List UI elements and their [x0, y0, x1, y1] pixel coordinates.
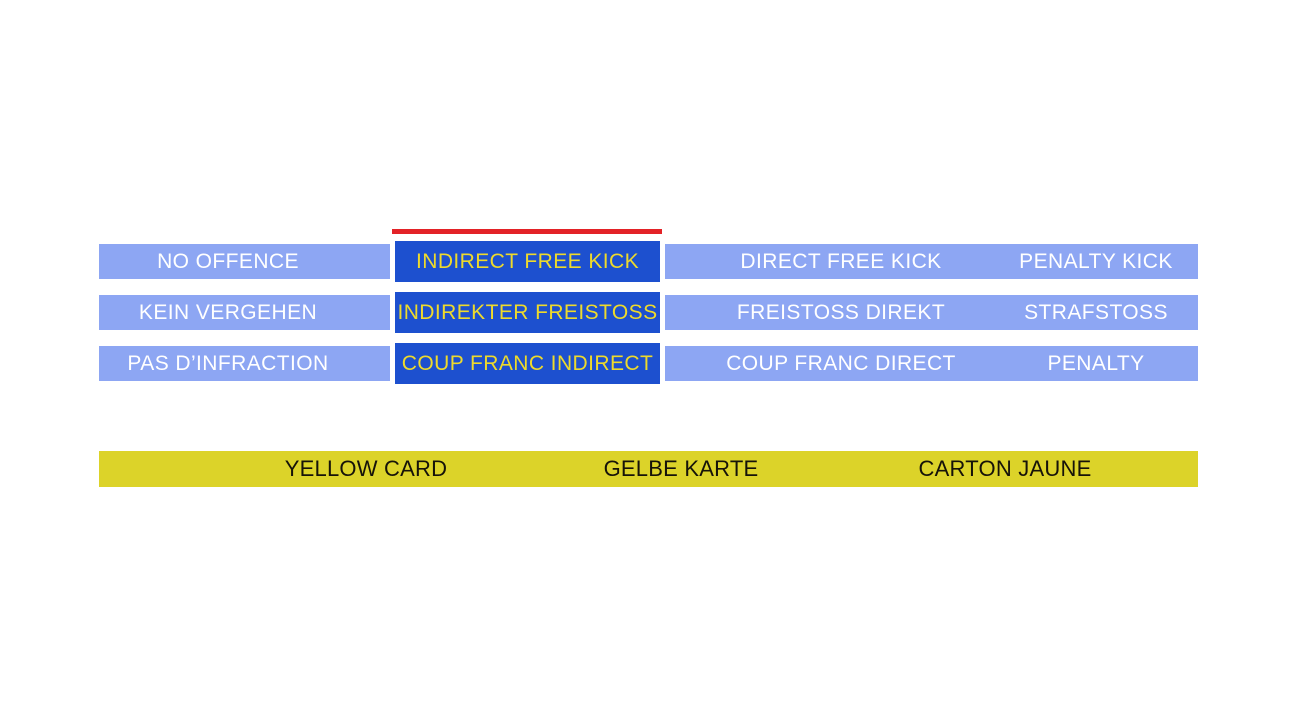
option-label-direct-de[interactable]: FREISTOSS DIREKT	[736, 300, 946, 324]
right-options-bar-de	[665, 295, 1198, 330]
option-label-indirect-fr: COUP FRANC INDIRECT	[401, 351, 654, 375]
option-label-penalty-en[interactable]: PENALTY KICK	[1019, 249, 1173, 273]
sanction-row-german: INDIREKTER FREISTOSS KEIN VERGEHEN FREIS…	[99, 292, 1198, 333]
sanction-row-english: INDIRECT FREE KICK NO OFFENCE DIRECT FRE…	[99, 241, 1198, 282]
selected-column-marker	[392, 229, 662, 234]
sanction-row-french: COUP FRANC INDIRECT PAS D’INFRACTION COU…	[99, 343, 1198, 384]
option-label-penalty-de[interactable]: STRAFSTOSS	[1024, 300, 1168, 324]
yellow-card-bar[interactable]: YELLOW CARD GELBE KARTE CARTON JAUNE	[99, 451, 1198, 487]
yellow-card-label-de: GELBE KARTE	[603, 456, 759, 481]
option-label-indirect-en: INDIRECT FREE KICK	[415, 249, 640, 273]
option-no-offence-fr[interactable]	[99, 346, 390, 381]
option-label-no-offence-de: KEIN VERGEHEN	[138, 300, 318, 324]
option-indirect-free-kick-fr-selected[interactable]: COUP FRANC INDIRECT	[395, 343, 660, 384]
yellow-card-label-fr: CARTON JAUNE	[918, 456, 1092, 481]
yellow-card-label-en: YELLOW CARD	[284, 456, 448, 481]
option-label-indirect-de: INDIREKTER FREISTOSS	[397, 300, 658, 324]
option-no-offence-de[interactable]	[99, 295, 390, 330]
option-no-offence-en[interactable]	[99, 244, 390, 279]
option-indirect-free-kick-en-selected[interactable]: INDIRECT FREE KICK	[395, 241, 660, 282]
right-options-bar-en	[665, 244, 1198, 279]
option-label-no-offence-fr: PAS D’INFRACTION	[127, 351, 329, 375]
right-options-bar-fr	[665, 346, 1198, 381]
option-label-direct-fr[interactable]: COUP FRANC DIRECT	[726, 351, 956, 375]
option-label-direct-en[interactable]: DIRECT FREE KICK	[740, 249, 942, 273]
option-label-penalty-fr[interactable]: PENALTY	[1047, 351, 1145, 375]
option-indirect-free-kick-de-selected[interactable]: INDIREKTER FREISTOSS	[395, 292, 660, 333]
option-label-no-offence-en: NO OFFENCE	[157, 249, 299, 273]
